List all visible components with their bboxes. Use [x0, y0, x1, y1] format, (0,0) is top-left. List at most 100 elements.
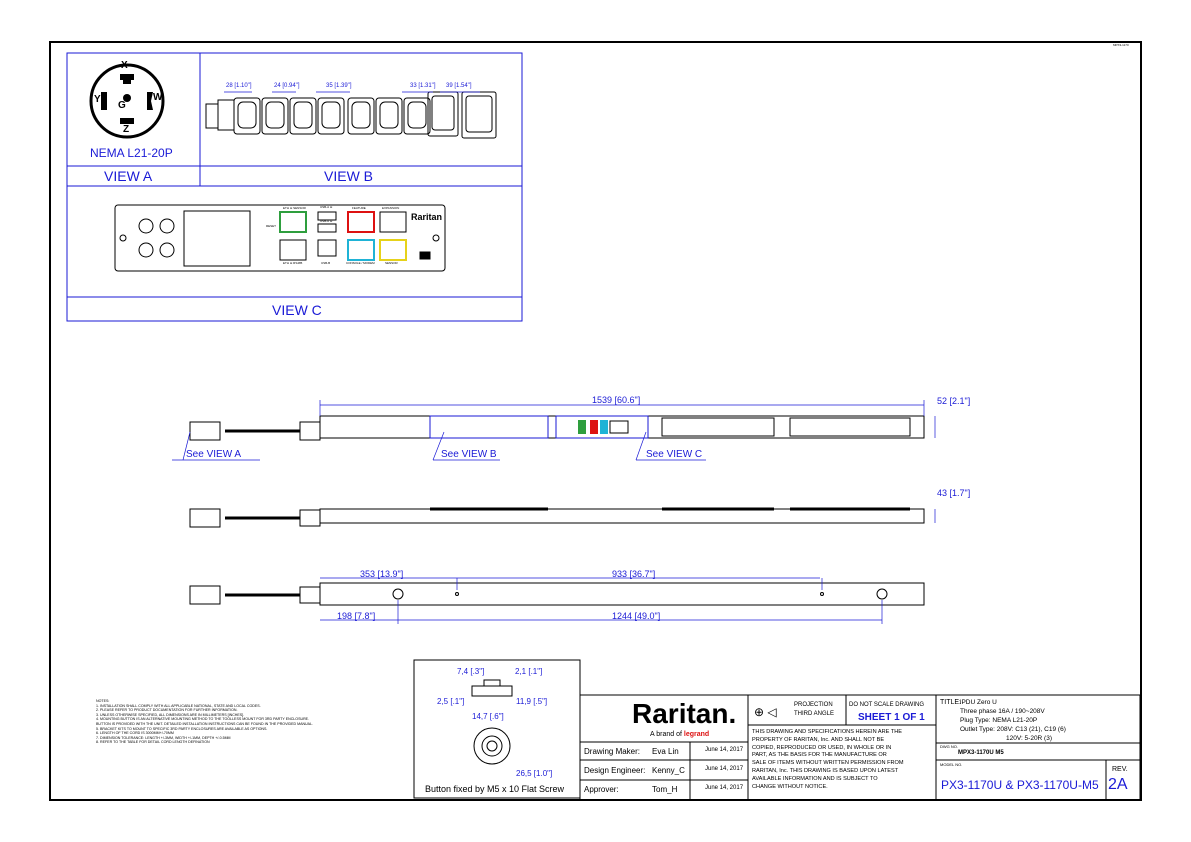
title-label: TITLE: — [940, 699, 962, 706]
title-block — [579, 694, 1141, 801]
usb-a-label: USB-A ⊖ — [320, 205, 333, 209]
title-line-1: iPDU Zero U — [960, 699, 997, 706]
brand-tagline: A brand of legrand — [650, 731, 710, 738]
note-line: BUTTON IS PROVIDED WITH THE UNIT. DETAIL… — [96, 721, 314, 726]
title-line-2: Three phase 16A / 190~208V — [960, 708, 1045, 715]
disclaimer-line: AVAILABLE INFORMATION AND IS SUBJECT TO — [752, 775, 878, 782]
pin-x: X — [121, 60, 128, 71]
disclaimer-line: COPIED, REPRODUCED OR USED, IN WHOLE OR … — [752, 744, 892, 751]
pin-g: G — [118, 100, 126, 111]
projection-icon: ⊕ ◁ — [754, 705, 777, 719]
model-label: MODEL NO. — [940, 762, 963, 767]
button-dim-4: 11,9 [.5"] — [516, 697, 548, 706]
row-date-1: June 14, 2017 — [705, 747, 744, 753]
view-b-dim-3: 35 [1.39"] — [326, 83, 352, 89]
dim-overall-length: 1539 [60.6"] — [592, 395, 641, 405]
view-frame — [66, 52, 523, 322]
row-role-2: Design Engineer: — [584, 766, 646, 775]
row-role-3: Approver: — [584, 785, 619, 794]
row-name-1: Eva Lin — [652, 747, 679, 756]
button-dim-6: 26,5 [1.0"] — [516, 769, 553, 778]
view-a-label: VIEW A — [104, 168, 153, 184]
sheet-number: SHEET 1 OF 1 — [858, 712, 925, 723]
nema-plug-icon — [89, 63, 165, 139]
dwg-label: DWG NO. — [940, 744, 958, 749]
note-line: 2. PLEASE REFER TO PRODUCT DOCUMENTATION… — [96, 708, 238, 713]
button-dim-1: 7,4 [.3"] — [457, 667, 485, 676]
note-line: 3. UNLESS OTHERWISE SPECIFIED, ALL DIMEN… — [96, 712, 245, 717]
back-view — [189, 582, 925, 606]
row-name-2: Kenny_C — [652, 766, 685, 775]
disclaimer-line: THIS DRAWING AND SPECIFICATIONS HEREIN A… — [752, 729, 903, 735]
title-line-4: Outlet Type: 208V: C13 (21), C19 (6) — [960, 726, 1066, 733]
usb-b-label: USB-B — [321, 261, 331, 265]
see-view-c: See VIEW C — [646, 449, 703, 460]
side-view — [189, 507, 925, 528]
disclaimer-line: SALE OF ITEMS WITHOUT WRITTEN PERMISSION… — [752, 760, 904, 767]
row-date-2: June 14, 2017 — [705, 766, 744, 772]
view-b-dim-5: 39 [1.54"] — [446, 83, 472, 89]
reset-label: RESET — [266, 224, 277, 228]
expansion-label: EXPANSION — [382, 206, 400, 210]
view-b-dim-2: 24 [0.94"] — [274, 83, 300, 89]
note-line: 7. DIMENSION TOLERANCE: LENGTH +/-3MM, W… — [96, 735, 231, 740]
feature-label: FEATURE — [352, 206, 366, 210]
view-c-label: VIEW C — [272, 302, 322, 318]
see-view-a: See VIEW A — [186, 449, 242, 460]
button-dim-5: 14,7 [.6"] — [472, 712, 504, 721]
view-b-outlets — [205, 91, 497, 139]
button-dim-2: 2,1 [.1"] — [515, 667, 543, 676]
title-line-5: 120V: 5-20R (3) — [1006, 735, 1053, 742]
disclaimer-line: PART, AS THE BASIS FOR THE MANUFACTURE O… — [752, 752, 887, 759]
port-eth-rs485: ETH ⊖ RS485 — [283, 261, 303, 265]
panel-brand-logo: Raritan — [411, 212, 443, 222]
title-line-3: Plug Type: NEMA L21-20P — [960, 717, 1038, 724]
dim-width-front: 52 [2.1"] — [937, 396, 971, 406]
pin-y: Y — [94, 94, 101, 105]
sensor-label: SENSOR — [385, 261, 398, 265]
disclaimer-line: PROPERTY OF RARITAN, Inc. AND SHALL NOT … — [752, 736, 885, 743]
note-line: 5. BRACKET KITS TO MOUNT TO SPECIFIC 3RD… — [96, 726, 268, 731]
dim-bracket-offset: 198 [7.8"] — [337, 611, 376, 621]
disclaimer-line: RARITAN, Inc. THIS DRAWING IS BASED UPON… — [752, 767, 899, 774]
view-b-label: VIEW B — [324, 168, 374, 184]
nema-label: NEMA L21-20P — [90, 146, 173, 160]
rev-label: REV. — [1112, 766, 1128, 773]
front-view — [189, 415, 925, 441]
dim-bracket-spacing: 1244 [49.0"] — [612, 611, 661, 621]
drawing-id: MPX3-1170 — [1113, 43, 1129, 47]
note-line: 8. REFER TO THE TABLE FOR DETAIL CORD LE… — [96, 740, 210, 745]
row-name-3: Tom_H — [652, 785, 678, 794]
button-detail — [413, 659, 581, 799]
button-dim-3: 2,5 [.1"] — [437, 697, 465, 706]
dim-hole-spacing: 933 [36.7"] — [612, 569, 656, 579]
third-angle-label: THIRD ANGLE — [794, 711, 835, 717]
pin-w: W — [153, 92, 163, 103]
button-caption: Button fixed by M5 x 10 Flat Screw — [425, 784, 565, 794]
port-eth-sensor: ETH ⊖ SENSOR — [283, 206, 306, 210]
disclaimer-line: CHANGE WITHOUT NOTICE. — [752, 783, 828, 790]
disclaimer: THIS DRAWING AND SPECIFICATIONS HEREIN A… — [752, 729, 904, 791]
note-line: NOTES: — [96, 699, 110, 703]
projection-label: PROJECTION — [794, 702, 833, 708]
view-b-dim-1: 28 [1.10"] — [226, 83, 252, 89]
notes-block: NOTES: 1. INSTALLATION SHALL COMPLY WITH… — [96, 699, 356, 745]
view-c-panel — [114, 204, 446, 272]
dimension-lines — [172, 400, 936, 624]
dim-depth-side: 43 [1.7"] — [937, 488, 971, 498]
row-date-3: June 14, 2017 — [705, 785, 744, 791]
pin-z: Z — [123, 124, 130, 135]
dim-hole-offset: 353 [13.9"] — [360, 569, 404, 579]
do-not-scale: DO NOT SCALE DRAWING — [849, 702, 925, 708]
rev-value: 2A — [1108, 776, 1128, 793]
see-view-b: See VIEW B — [441, 449, 497, 460]
console-label: CONSOLE / MODEM — [346, 261, 375, 265]
model-number: PX3-1170U & PX3-1170U-M5 — [941, 778, 1099, 792]
view-b-dim-4: 33 [1.31"] — [410, 83, 436, 89]
note-line: 4. MOUNTING BUTTON IS AN ALTERNATIVE MOU… — [96, 717, 310, 722]
note-line: 1. INSTALLATION SHALL COMPLY WITH ALL AP… — [96, 703, 261, 708]
usb-a2-label: USB-A ⊖ — [320, 219, 333, 223]
row-role-1: Drawing Maker: — [584, 747, 641, 756]
